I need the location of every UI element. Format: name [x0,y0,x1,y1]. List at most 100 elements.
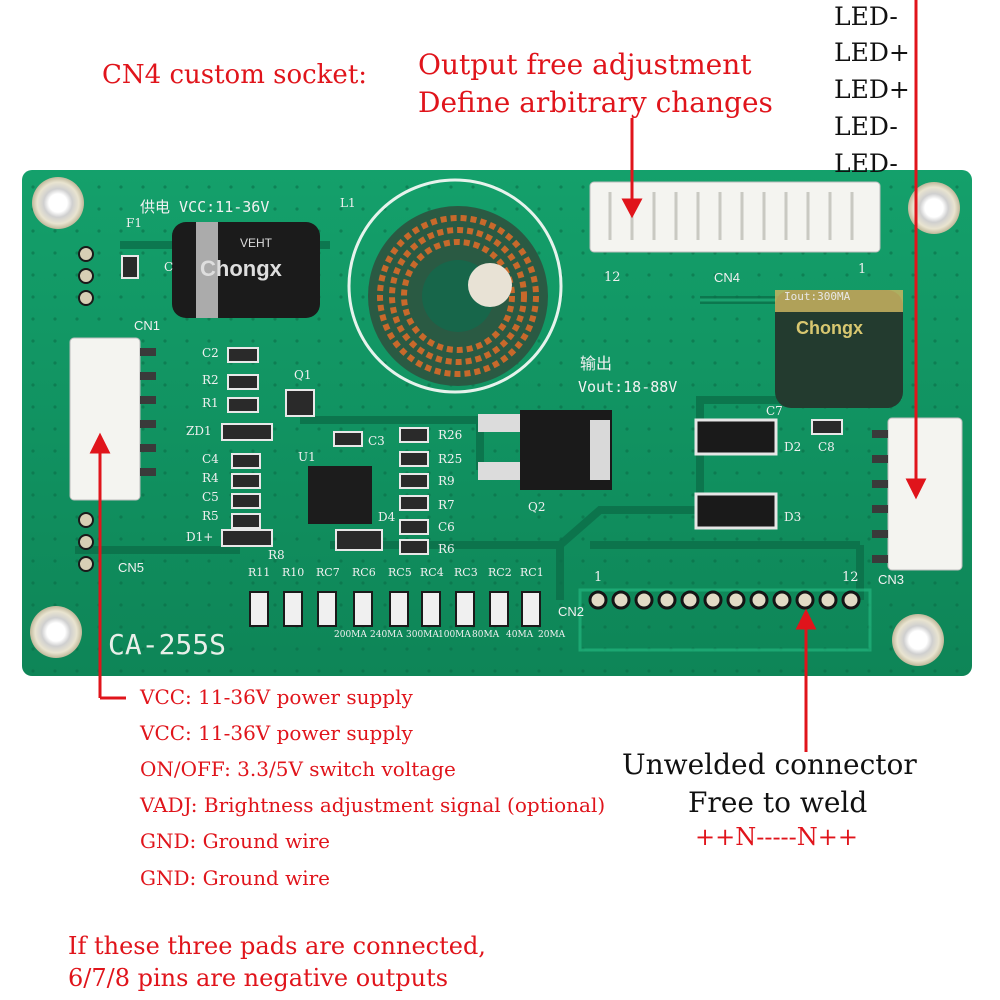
part-zd1: ZD1 [186,424,212,438]
cn4-desc-line2: Define arbitrary changes [418,86,773,119]
cn1-pins [140,348,156,476]
part-r26: R26 [438,428,463,442]
part-d3: D3 [784,510,802,524]
part-l1: L1 [340,196,356,210]
part-c7: C7 [766,404,783,418]
smd-components [121,255,843,555]
led-pin-label: LED+ [834,75,910,104]
cap-right-brand: Chongx [796,318,863,338]
led-pin-label: LED- [834,149,898,178]
cn3-pins [872,430,888,563]
annotation-arrows [89,0,927,752]
board-label-vout: Vout:18-88V [578,378,678,396]
part-r7: R7 [438,498,455,512]
iout-label: Iout:300MA [784,290,851,303]
part-rc2: RC2 [488,566,512,579]
led-pin-label: LED- [834,112,898,141]
part-c6: C6 [438,520,455,534]
inductor-winding [377,215,539,377]
rc-resistor-row [249,591,541,627]
polarity-pattern: ++N-----N++ [695,823,858,851]
mount-hole-tl [32,177,84,229]
part-rc4: RC4 [420,566,444,579]
ic-u1 [308,466,372,524]
part-r6: R6 [438,542,455,556]
part-rc1: RC1 [520,566,544,579]
cn1-pin-desc: VADJ: Brightness adjustment signal (opti… [140,793,606,817]
diode-d2 [694,418,778,456]
part-r10: R10 [282,566,305,579]
part-r2: R2 [202,373,219,387]
inductor-ring-outline [347,178,563,394]
cn1-pin-desc: VCC: 11-36V power supply [140,685,413,709]
board-model: CA-255S [108,628,227,661]
part-r5: R5 [202,509,219,523]
cn1-pin-desc: ON/OFF: 3.3/5V switch voltage [140,757,456,781]
vin-label: 供电 [140,198,171,216]
part-r25: R25 [438,452,463,466]
rc-value: 40MA [506,630,534,640]
board-label-vout-title: 输出 [580,354,613,373]
cn1-pin-desc: GND: Ground wire [140,866,331,890]
part-f1: F1 [126,216,142,230]
free-to-weld: Free to weld [688,786,868,819]
unwelded-connector-title: Unwelded connector [622,748,917,781]
part-r4: R4 [202,471,219,485]
connector-label-cn1: CN1 [134,318,161,333]
part-rc7: RC7 [316,566,340,579]
part-c: C [164,260,174,274]
part-d2: D2 [784,440,802,454]
part-c3: C3 [368,434,385,448]
cn2-pin-number-right: 12 [842,570,859,585]
cn1-pin-desc: GND: Ground wire [140,829,331,853]
cn5-pads [78,246,94,572]
part-q1: Q1 [294,368,312,382]
cn3-connector [887,417,963,571]
rc-value: 100MA [438,630,471,640]
led-pin-label: LED- [834,2,898,31]
cn2-pin-number-left: 1 [594,570,603,585]
connector-label-cn5: CN5 [118,560,145,575]
cn4-pin-number-left: 12 [604,270,621,285]
cn2-pads [588,590,861,610]
diode-d3 [694,492,778,530]
cn4-pin-number-right: 1 [858,262,867,277]
part-q2: Q2 [528,500,546,514]
rc-values: 200MA 240MA 300MA 100MA 80MA 40MA 20MA [334,630,568,640]
part-rc5: RC5 [388,566,412,579]
capacitor-right [775,290,903,408]
cn1-pin-desc: VCC: 11-36V power supply [140,721,413,745]
part-rc3: RC3 [454,566,478,579]
mount-hole-tr [908,182,960,234]
capacitor-right-band [775,290,903,312]
mosfet-q2-pad [478,414,520,432]
board-label-vin: 供电 VCC:11-36V [140,196,269,217]
mosfet-q2-tab [590,420,610,480]
part-u1: U1 [298,450,316,464]
rc-value: 200MA [334,630,367,640]
mount-hole-br [892,614,944,666]
part-r1: R1 [202,396,219,410]
rc-value: 80MA [472,630,500,640]
rc-value: 300MA [406,630,439,640]
led-pin-label: LED+ [834,38,910,67]
pads-note-line2: 6/7/8 pins are negative outputs [68,964,449,992]
rc-labels: R11 R10 RC7 RC6 RC5 RC4 RC3 RC2 RC1 [248,566,550,579]
part-r8: R8 [268,548,285,562]
cap-left-brand: Chongx [200,256,282,281]
part-c2: C2 [202,346,219,360]
connector-label-cn4: CN4 [714,270,741,285]
rc-value: 20MA [538,630,566,640]
cn4-socket-label: CN4 custom socket: [102,60,368,90]
part-r11: R11 [248,566,271,579]
connector-label-cn3: CN3 [878,572,905,587]
rc-value: 240MA [370,630,403,640]
cn4-desc-line1: Output free adjustment [418,48,752,81]
capacitor-left-band [196,222,218,318]
part-d4: D4 [378,510,396,524]
part-rc6: RC6 [352,566,376,579]
part-c4: C4 [202,452,219,466]
pads-note-line1: If these three pads are connected, [68,932,486,960]
connector-label-cn2: CN2 [558,604,585,619]
